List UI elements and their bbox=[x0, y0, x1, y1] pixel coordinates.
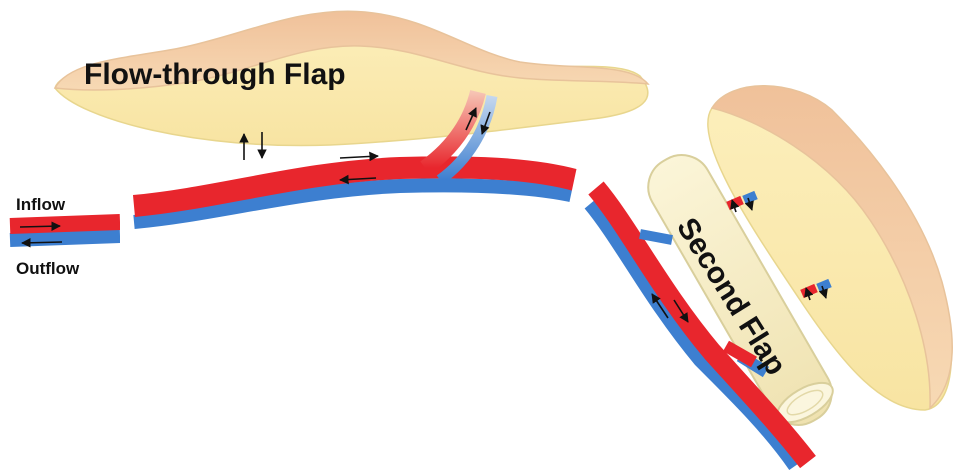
outflow-arrow bbox=[22, 242, 62, 243]
artery-flow-arrow bbox=[340, 156, 378, 158]
inflow-label: Inflow bbox=[16, 195, 66, 214]
flow-through-flap-title: Flow-through Flap bbox=[84, 58, 346, 91]
second-flap-stub-1-vein bbox=[744, 195, 756, 200]
inflow-arrow bbox=[20, 226, 60, 227]
outflow-label: Outflow bbox=[16, 259, 80, 278]
vein-left-segment bbox=[10, 236, 120, 240]
second-flap-stub-2-vein bbox=[818, 283, 830, 288]
second-flap-stub-1-artery bbox=[728, 200, 742, 206]
second-flap-stub-2-artery bbox=[802, 288, 816, 294]
artery-left-segment bbox=[10, 222, 120, 226]
second-branch-upper-vein bbox=[640, 234, 672, 240]
anastomosis-gap-1 bbox=[120, 196, 134, 246]
